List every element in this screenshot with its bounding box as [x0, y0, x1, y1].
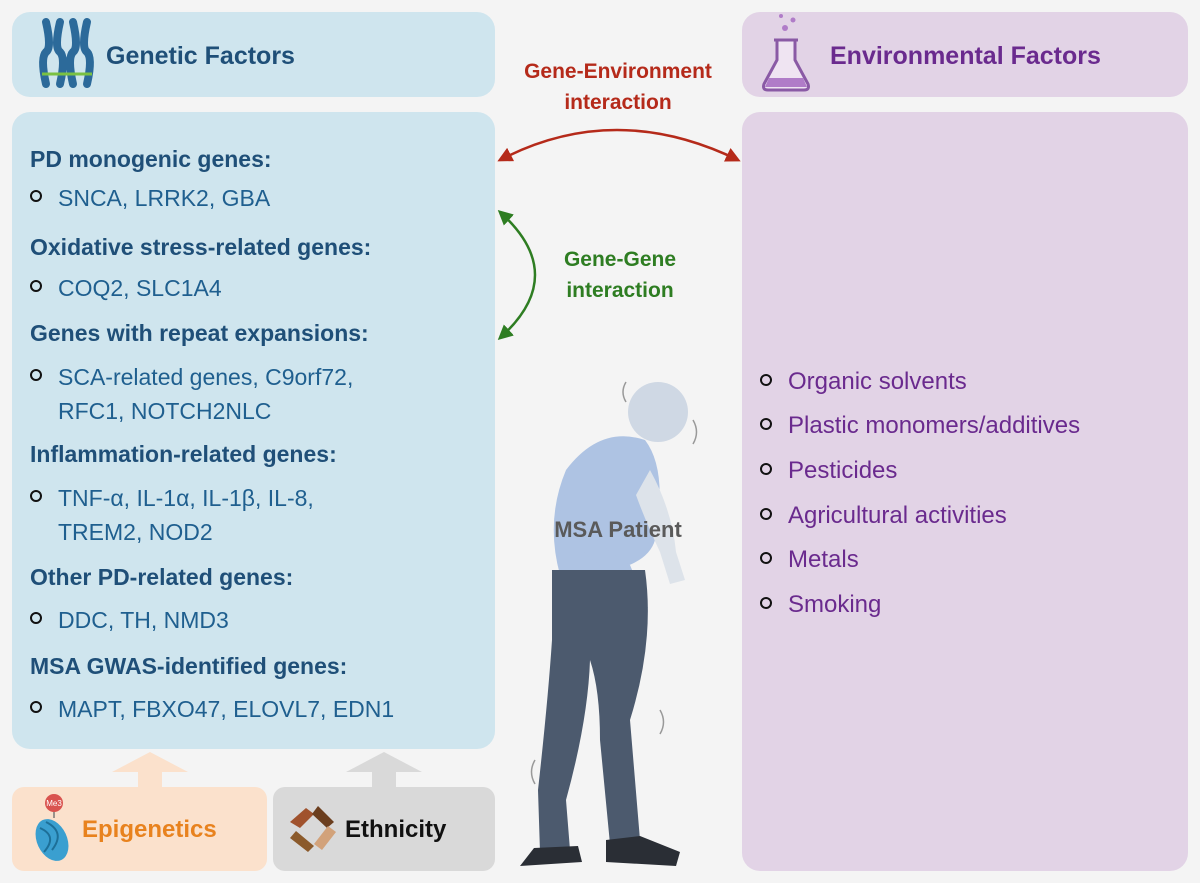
bullet-icon [30, 190, 42, 202]
bullet-icon [30, 612, 42, 624]
gene-gene-arrow [497, 209, 537, 341]
ethnicity-box [273, 787, 495, 871]
bullet-icon [760, 374, 772, 386]
bullet-icon [760, 597, 772, 609]
epigenetics-label: Epigenetics [82, 816, 217, 843]
category-title: MSA GWAS-identified genes: [30, 653, 348, 679]
up-arrow-icon [112, 752, 188, 787]
gene-list: SNCA, LRRK2, GBA [58, 185, 271, 211]
gene-environment-label: Gene-Environment interaction [495, 56, 741, 118]
gene-gene-line: Gene-Gene [563, 248, 677, 271]
flask-icon [762, 14, 810, 92]
environmental-factors-header [742, 12, 1188, 97]
gene-list: DDC, TH, NMD3 [58, 607, 229, 633]
environmental-item: Metals [788, 546, 859, 573]
gene-environment-line: Gene-Environment [524, 60, 712, 83]
bullet-icon [760, 508, 772, 520]
environmental-factors-panel [742, 112, 1188, 871]
genetic-factors-panel [12, 112, 495, 749]
category-title: Genes with repeat expansions: [30, 320, 369, 346]
patient-label: MSA Patient [554, 517, 682, 542]
category-title: Oxidative stress-related genes: [30, 234, 372, 260]
diverse-hands-icon [290, 806, 336, 852]
environmental-item: Smoking [788, 591, 882, 618]
bullet-icon [30, 490, 42, 502]
category-title: PD monogenic genes: [30, 146, 272, 172]
environmental-factors-title: Environmental Factors [830, 42, 1101, 70]
environmental-item: Organic solvents [788, 368, 967, 395]
nucleosome-icon [35, 794, 69, 861]
gene-gene-line: interaction [566, 279, 674, 302]
bullet-icon [30, 701, 42, 713]
methylation-badge: Me3 [46, 799, 62, 808]
genetic-factors-title: Genetic Factors [106, 42, 295, 70]
bullet-icon [760, 552, 772, 564]
patient-illustration [520, 381, 698, 866]
category-title: Other PD-related genes: [30, 564, 294, 590]
gene-list: TREM2, NOD2 [58, 519, 213, 545]
gene-list: MAPT, FBXO47, ELOVL7, EDN1 [58, 696, 395, 722]
category-title: Inflammation-related genes: [30, 441, 337, 467]
bullet-icon [30, 280, 42, 292]
environmental-item: Pesticides [788, 457, 898, 484]
chromosome-icon [39, 18, 94, 88]
gene-list: TNF-α, IL-1α, IL-1β, IL-8, [58, 485, 314, 511]
gene-list: RFC1, NOTCH2NLC [58, 398, 272, 424]
ethnicity-label: Ethnicity [345, 816, 447, 843]
gene-environment-line: interaction [564, 91, 672, 114]
environmental-item: Plastic monomers/additives [788, 412, 1081, 439]
gene-gene-label: Gene-Gene interaction [540, 244, 700, 306]
environmental-item: Agricultural activities [788, 502, 1007, 529]
gene-environment-arrow [497, 128, 741, 162]
gene-list: COQ2, SLC1A4 [58, 275, 222, 301]
bullet-icon [760, 418, 772, 430]
bullet-icon [760, 463, 772, 475]
up-arrow-icon [346, 752, 422, 787]
bullet-icon [30, 369, 42, 381]
gene-list: SCA-related genes, C9orf72, [58, 364, 354, 390]
